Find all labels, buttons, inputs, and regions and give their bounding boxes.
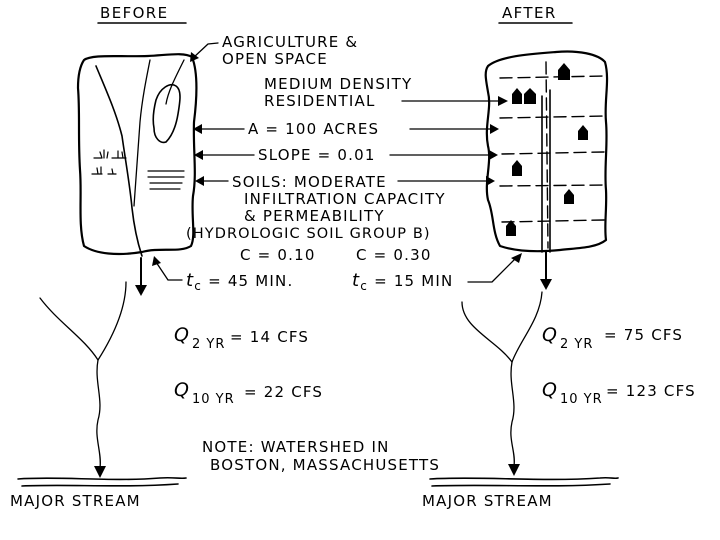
after-stream: MAJOR STREAM xyxy=(422,476,619,510)
open-space-label: OPEN SPACE xyxy=(222,50,328,68)
q-value: = 22 CFS xyxy=(244,383,323,401)
c-before-label: C = 0.10 xyxy=(240,246,316,264)
lot-grid xyxy=(499,61,607,249)
before-tributary xyxy=(133,59,151,207)
tc-after-leader xyxy=(467,255,519,283)
before-flow-2yr: Q 2 YR = 14 CFS xyxy=(174,324,309,352)
tc-before-leader xyxy=(155,261,183,281)
note-line2: BOSTON, MASSACHUSETTS xyxy=(210,456,440,474)
q-subscript: 10 YR xyxy=(560,392,603,407)
c-after-label: C = 0.30 xyxy=(356,246,432,264)
tc-after-symbol: t xyxy=(352,270,360,291)
after-flow-10yr: Q 10 YR = 123 CFS xyxy=(542,379,696,407)
q-symbol: Q xyxy=(174,324,190,346)
soils-label-line1: SOILS: MODERATE xyxy=(232,173,387,191)
svg-text:tc= 45 MIN.: tc = 45 MIN. xyxy=(186,270,293,293)
before-stream-label: MAJOR STREAM xyxy=(10,492,141,510)
svg-text:tc= 15 MIN: tc = 15 MIN xyxy=(352,270,453,293)
before-main-channel xyxy=(95,65,143,257)
q-symbol: Q xyxy=(542,324,558,346)
after-outlet-arrow xyxy=(540,251,552,290)
soils-label-line3: & PERMEABILITY xyxy=(244,207,385,225)
woodland-patch xyxy=(152,84,181,144)
residential-label-line2: RESIDENTIAL xyxy=(264,92,376,110)
residential-label-line1: MEDIUM DENSITY xyxy=(264,75,412,93)
q-value: = 123 CFS xyxy=(606,382,696,400)
before-drainage-path xyxy=(39,281,127,478)
q-value: = 14 CFS xyxy=(230,328,309,346)
after-stream-label: MAJOR STREAM xyxy=(422,492,553,510)
before-tributary-2 xyxy=(165,59,185,105)
q-symbol: Q xyxy=(174,379,190,401)
storm-drain-line xyxy=(541,89,551,253)
q-subscript: 2 YR xyxy=(192,337,225,352)
tc-before-subscript: c xyxy=(194,279,202,293)
soils-label-line4: (HYDROLOGIC SOIL GROUP B) xyxy=(186,226,431,242)
q-value: = 75 CFS xyxy=(604,326,683,344)
tc-after-subscript: c xyxy=(360,279,368,293)
area-label: A = 100 ACRES xyxy=(248,120,379,138)
slope-label: SLOPE = 0.01 xyxy=(258,146,376,164)
before-heading: BEFORE xyxy=(100,4,169,22)
tc-before: tc = 45 MIN. xyxy=(152,256,293,293)
q-subscript: 10 YR xyxy=(192,392,235,407)
before-outlet-arrow xyxy=(135,257,147,296)
soils-label-line2: INFILTRATION CAPACITY xyxy=(244,190,446,208)
grass-tufts xyxy=(91,149,127,175)
tc-before-symbol: t xyxy=(186,270,194,291)
crop-rows xyxy=(147,170,185,190)
q-subscript: 2 YR xyxy=(560,337,593,352)
after-drainage-path xyxy=(461,291,543,476)
agriculture-label: AGRICULTURE & xyxy=(222,33,358,51)
before-flow-10yr: Q 10 YR = 22 CFS xyxy=(174,379,323,407)
house-icon xyxy=(506,63,588,236)
agriculture-leader xyxy=(192,42,219,59)
before-watershed xyxy=(76,53,198,296)
after-watershed xyxy=(484,50,609,290)
after-watershed-outline xyxy=(484,50,609,253)
before-stream: MAJOR STREAM xyxy=(10,476,187,510)
after-flow-2yr: Q 2 YR = 75 CFS xyxy=(542,324,683,352)
tc-after: tc = 15 MIN xyxy=(352,253,522,293)
q-symbol: Q xyxy=(542,379,558,401)
after-heading: AFTER xyxy=(502,4,557,22)
tc-before-value: = 45 MIN. xyxy=(208,272,293,290)
note-line1: NOTE: WATERSHED IN xyxy=(202,438,390,456)
tc-after-value: = 15 MIN xyxy=(374,272,453,290)
before-watershed-outline xyxy=(76,53,198,256)
